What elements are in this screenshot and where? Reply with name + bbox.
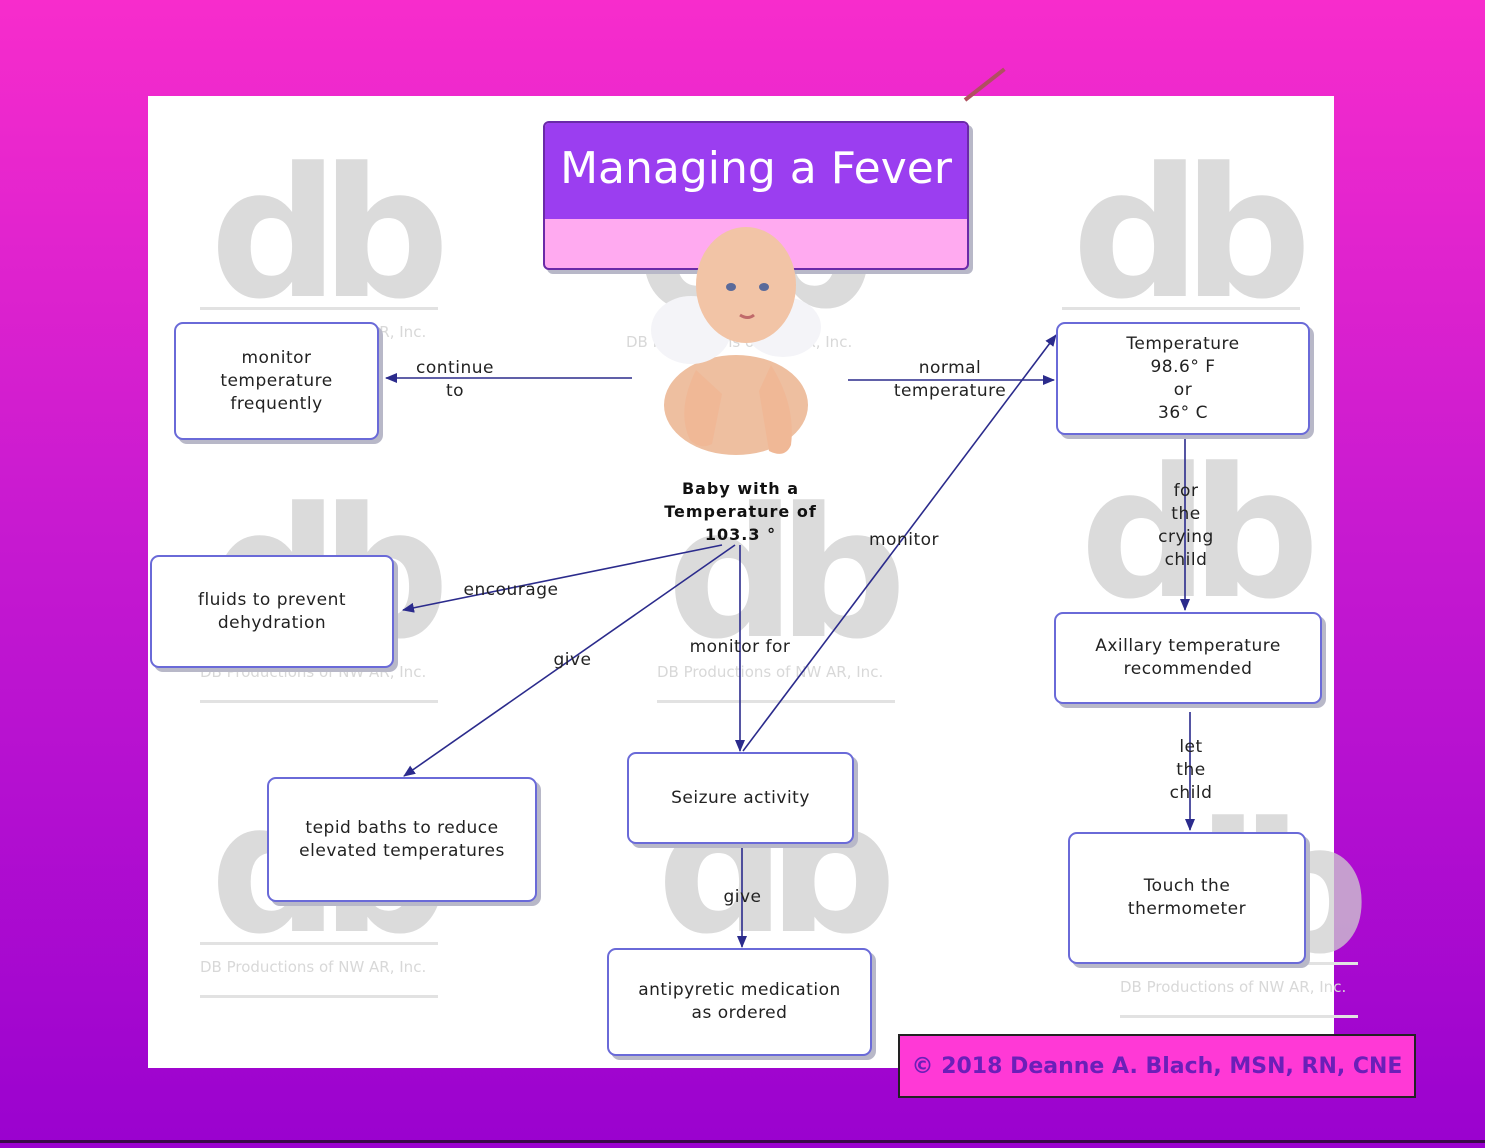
edge-monitor	[742, 334, 1057, 752]
link-label-encourage: encourage	[463, 580, 559, 600]
watermark-text: DB Productions of NW AR, Inc.	[1120, 978, 1347, 996]
node-fluids: fluids to prevent dehydration	[150, 555, 394, 668]
node-monitor-temperature: monitor temperature frequently	[174, 322, 379, 440]
node-tepid-baths: tepid baths to reduce elevated temperatu…	[267, 777, 537, 902]
watermark-rule	[200, 700, 438, 703]
watermark-logo: db	[1072, 130, 1312, 339]
watermark-rule	[200, 307, 438, 310]
watermark-rule	[200, 942, 438, 945]
node-seizure-activity: Seizure activity	[627, 752, 854, 844]
bottom-rule	[0, 1140, 1485, 1143]
watermark-rule	[200, 995, 438, 998]
watermark-rule	[1120, 1015, 1358, 1018]
watermark-logo: db	[210, 130, 450, 339]
copyright-box: © 2018 Deanne A. Blach, MSN, RN, CNE	[898, 1034, 1416, 1098]
watermark-rule	[1062, 307, 1300, 310]
watermark-rule	[657, 700, 895, 703]
node-touch-thermometer: Touch the thermometer	[1068, 832, 1306, 964]
link-label-give: give	[553, 650, 592, 670]
link-label-monitor-for: monitor for	[689, 637, 791, 657]
link-label-let-the-child: let the child	[1169, 737, 1213, 803]
watermark-logo: db	[1080, 430, 1320, 639]
watermark-text: DB Productions of NW AR, Inc.	[657, 663, 884, 681]
center-concept-label: Baby with a Temperature of 103.3 °	[664, 479, 817, 544]
edge-encourage	[402, 544, 723, 613]
title-band	[545, 123, 967, 219]
node-antipyretic: antipyretic medication as ordered	[607, 948, 872, 1056]
link-label-normal-temperature: normal temperature	[893, 358, 1007, 401]
link-label-give-meds: give	[723, 887, 762, 907]
link-label-for-crying-child: for the crying child	[1158, 481, 1214, 570]
link-label-monitor: monitor	[868, 530, 939, 550]
link-label-continue-to: continue to	[416, 358, 494, 401]
edge-give-tepid	[403, 544, 736, 777]
watermark-text: DB Productions of NW AR, Inc.	[200, 958, 427, 976]
node-normal-temperature: Temperature 98.6° F or 36° C	[1056, 322, 1310, 435]
node-axillary-temperature: Axillary temperature recommended	[1054, 612, 1322, 704]
watermark-logo: db	[667, 470, 907, 679]
page-title: Managing a Fever	[560, 143, 952, 194]
baby-image	[651, 227, 821, 455]
